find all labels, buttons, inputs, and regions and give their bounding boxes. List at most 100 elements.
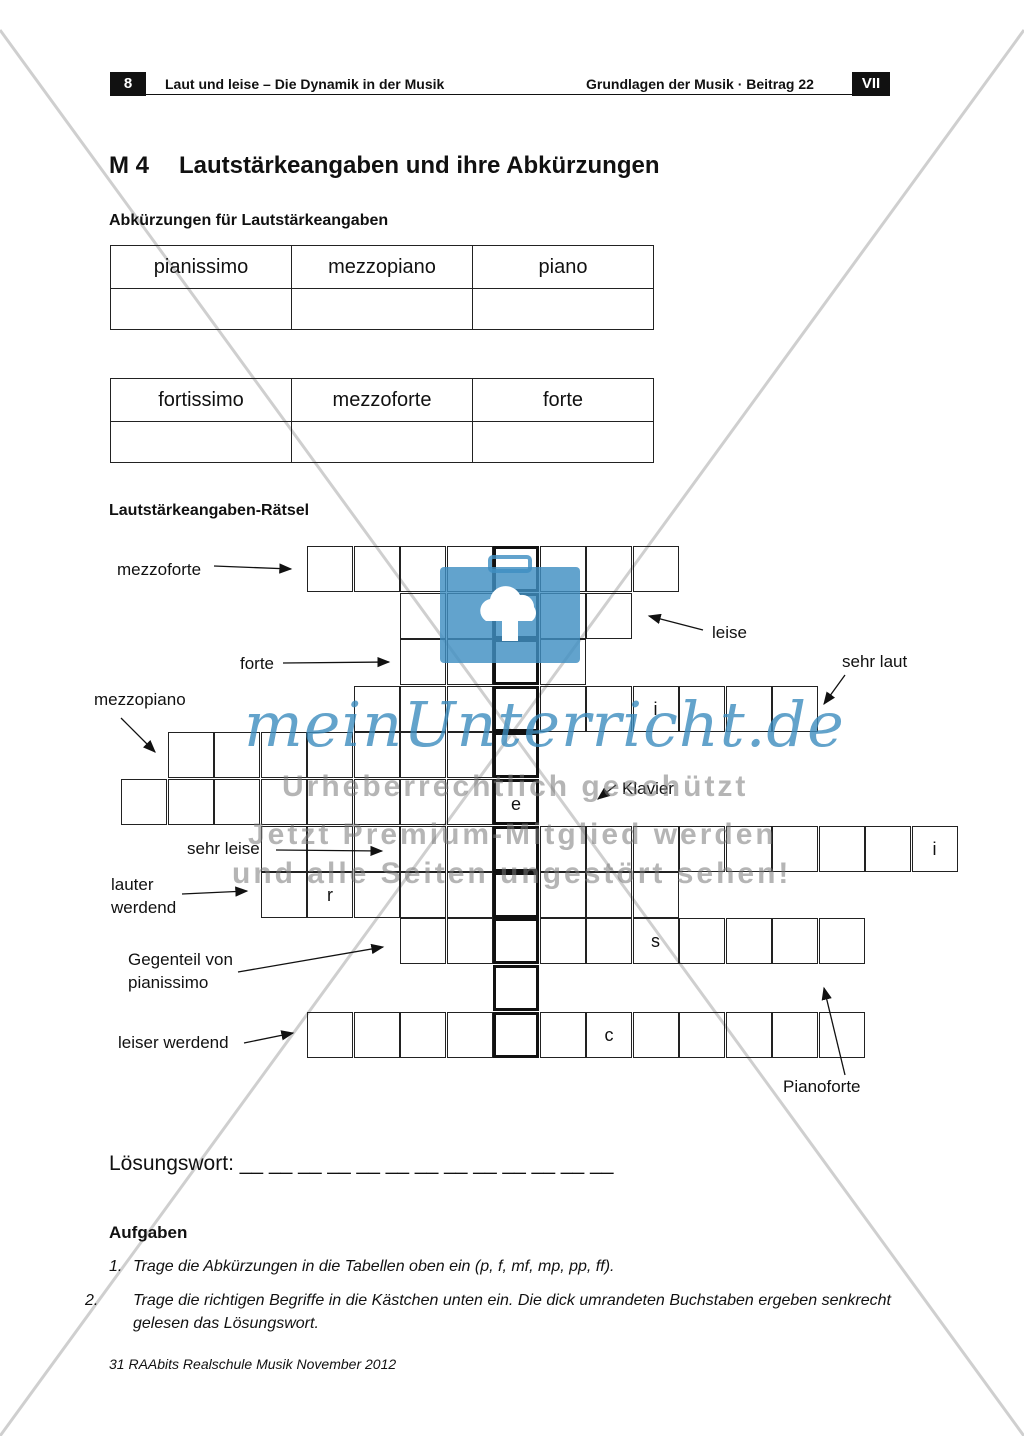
crossword-cell[interactable]	[818, 826, 865, 872]
solution-cell[interactable]	[493, 686, 539, 732]
crossword-cell[interactable]	[400, 779, 446, 825]
crossword-cell[interactable]	[353, 872, 400, 918]
page-number: 8	[110, 72, 146, 96]
arrow-sehr-laut	[823, 674, 846, 706]
arrow-mezzoforte	[213, 563, 293, 574]
solution-cell[interactable]	[493, 826, 539, 872]
crossword-cell[interactable]	[632, 826, 679, 872]
crossword-cell[interactable]	[772, 918, 818, 964]
answer-cell-mezzoforte[interactable]	[291, 421, 473, 463]
solution-cell[interactable]	[493, 965, 539, 1011]
task-number: 2.	[85, 1292, 99, 1309]
puzzle-heading: Lautstärkeangaben-Rätsel	[109, 502, 310, 519]
crossword-cell[interactable]	[539, 918, 586, 964]
crossword-cell[interactable]	[679, 1012, 725, 1058]
crossword-cell[interactable]	[725, 686, 772, 732]
clue-sehr-laut: sehr laut	[842, 652, 908, 671]
table-cell-fortissimo: fortissimo	[110, 378, 292, 422]
crossword-cell[interactable]	[446, 686, 493, 732]
crossword-cell[interactable]	[400, 872, 446, 918]
solution-label: Lösungswort:	[109, 1152, 234, 1175]
crossword-cell[interactable]	[353, 1012, 400, 1058]
crossword-cell[interactable]	[307, 779, 353, 825]
crossword-cell[interactable]	[586, 593, 632, 639]
solution-blanks[interactable]: __ __ __ __ __ __ __ __ __ __ __ __ __	[239, 1152, 614, 1175]
crossword-cell[interactable]	[772, 826, 818, 872]
crossword-cell[interactable]	[632, 872, 679, 918]
crossword-cell[interactable]	[446, 918, 493, 964]
crossword-cell[interactable]	[167, 732, 214, 778]
crossword-cell[interactable]	[632, 546, 679, 592]
crossword-cell[interactable]	[214, 732, 260, 778]
answer-cell-fortissimo[interactable]	[110, 421, 292, 463]
crossword-cell[interactable]	[121, 779, 167, 825]
crossword-cell[interactable]	[353, 546, 400, 592]
crossword-cell[interactable]	[679, 918, 725, 964]
crossword-cell[interactable]	[400, 1012, 446, 1058]
crossword-cell[interactable]	[307, 1012, 353, 1058]
crossword-cell[interactable]	[400, 686, 446, 732]
crossword-cell[interactable]	[632, 1012, 679, 1058]
answer-cell-piano[interactable]	[472, 288, 654, 330]
crossword-cell[interactable]	[260, 826, 307, 872]
crossword-cell[interactable]	[446, 779, 493, 825]
table-cell-piano: piano	[472, 245, 654, 289]
crossword-cell[interactable]	[539, 1012, 586, 1058]
crossword-cell[interactable]	[353, 686, 400, 732]
crossword-cell[interactable]	[260, 779, 307, 825]
solution-cell[interactable]: e	[493, 779, 539, 825]
crossword-cell[interactable]	[353, 732, 400, 778]
solution-cell[interactable]	[493, 732, 539, 778]
crossword-cell[interactable]: c	[586, 1012, 632, 1058]
crossword-cell[interactable]	[260, 732, 307, 778]
answer-cell-mezzopiano[interactable]	[291, 288, 473, 330]
crossword-cell[interactable]	[679, 686, 725, 732]
crossword-cell[interactable]	[307, 546, 353, 592]
crossword-cell[interactable]	[307, 732, 353, 778]
crossword-cell[interactable]	[446, 732, 493, 778]
crossword-cell[interactable]	[772, 1012, 818, 1058]
answer-cell-pianissimo[interactable]	[110, 288, 292, 330]
crossword-cell[interactable]	[586, 872, 632, 918]
crossword-cell[interactable]	[400, 826, 446, 872]
crossword-cell[interactable]	[865, 826, 911, 872]
crossword-cell[interactable]	[772, 686, 818, 732]
crossword-cell[interactable]	[586, 546, 632, 592]
crossword-cell[interactable]: i	[632, 686, 679, 732]
crossword-cell[interactable]	[214, 779, 260, 825]
crossword-cell[interactable]	[446, 826, 493, 872]
crossword-cell[interactable]	[539, 686, 586, 732]
arrow-klavier	[596, 784, 617, 800]
solution-cell[interactable]	[493, 918, 539, 964]
clue-pianoforte: Pianoforte	[783, 1077, 861, 1096]
crossword-cell[interactable]	[353, 826, 400, 872]
crossword-cell[interactable]	[679, 826, 725, 872]
solution-cell[interactable]	[493, 872, 539, 918]
crossword-cell[interactable]	[539, 826, 586, 872]
crossword-cell[interactable]	[446, 872, 493, 918]
clue-forte: forte	[240, 654, 275, 673]
crossword-cell[interactable]	[539, 872, 586, 918]
crossword-cell[interactable]	[167, 779, 214, 825]
crossword-cell[interactable]	[586, 686, 632, 732]
crossword-cell[interactable]	[725, 918, 772, 964]
crossword-cell[interactable]	[725, 826, 772, 872]
crossword-cell[interactable]: s	[632, 918, 679, 964]
crossword-cell[interactable]	[725, 1012, 772, 1058]
crossword-cell[interactable]: r	[307, 872, 353, 918]
crossword-cell[interactable]	[446, 1012, 493, 1058]
crossword-cell[interactable]	[400, 732, 446, 778]
solution-cell[interactable]	[493, 1012, 539, 1058]
answer-cell-forte[interactable]	[472, 421, 654, 463]
crossword-cell[interactable]	[260, 872, 307, 918]
crossword-cell[interactable]	[400, 918, 446, 964]
crossword-cell[interactable]	[307, 826, 353, 872]
crossword-cell[interactable]	[818, 918, 865, 964]
crossword-cell[interactable]	[586, 918, 632, 964]
crossword-cell[interactable]	[353, 779, 400, 825]
crossword-cell[interactable]: i	[911, 826, 958, 872]
crossword-cell[interactable]	[818, 1012, 865, 1058]
header-right-title: Grundlagen der Musik · Beitrag 22	[586, 76, 814, 92]
clue-gegenteil-pianissimo: Gegenteil von pianissimo	[128, 948, 233, 994]
crossword-cell[interactable]	[586, 826, 632, 872]
